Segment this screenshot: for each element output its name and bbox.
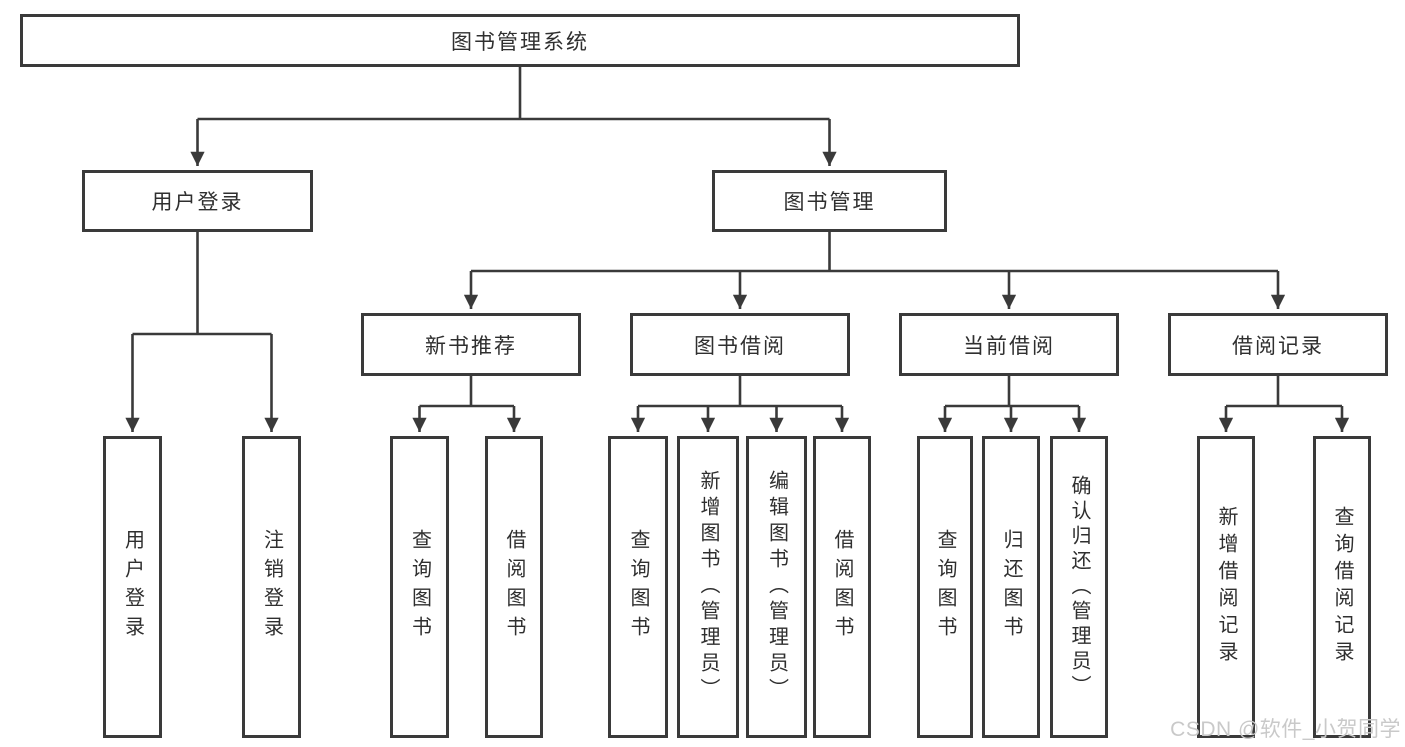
leaf-add-books-admin-label: 新增图书（管理员） [697, 470, 719, 704]
node-new-book-recommend: 新书推荐 [361, 313, 581, 376]
csdn-watermark: CSDN @软件_小贺同学 [1170, 718, 1401, 741]
leaf-edit-books-admin: 编辑图书（管理员） [746, 436, 807, 738]
node-book-borrowing: 图书借阅 [630, 313, 850, 376]
leaf-return-books: 归还图书 [982, 436, 1040, 738]
leaf-add-books-admin: 新增图书（管理员） [677, 436, 739, 738]
leaf-recommend-query-books: 查询图书 [390, 436, 449, 738]
leaf-borrowing-query-books: 查询图书 [608, 436, 668, 738]
leaf-add-borrow-record-label: 新增借阅记录 [1215, 506, 1237, 668]
node-borrow-records: 借阅记录 [1168, 313, 1388, 376]
node-new-book-recommend-label: 新书推荐 [425, 334, 517, 358]
leaf-user-login: 用户登录 [103, 436, 162, 738]
leaf-add-borrow-record: 新增借阅记录 [1197, 436, 1255, 738]
node-book-management: 图书管理 [712, 170, 947, 232]
leaf-edit-books-admin-label: 编辑图书（管理员） [765, 470, 788, 704]
leaf-return-books-label: 归还图书 [1000, 529, 1022, 645]
leaf-borrowing-query-books-label: 查询图书 [627, 529, 649, 645]
leaf-borrowing-borrow-books: 借阅图书 [813, 436, 871, 738]
leaf-query-borrow-record-label: 查询借阅记录 [1331, 506, 1353, 668]
node-current-borrowing: 当前借阅 [899, 313, 1119, 376]
node-book-borrowing-label: 图书借阅 [694, 334, 786, 358]
leaf-confirm-return-admin-label: 确认归还（管理员） [1068, 474, 1090, 700]
leaf-logout: 注销登录 [242, 436, 301, 738]
leaf-recommend-borrow-books-label: 借阅图书 [503, 529, 525, 645]
node-user-login: 用户登录 [82, 170, 313, 232]
leaf-query-borrow-record: 查询借阅记录 [1313, 436, 1371, 738]
node-book-management-label: 图书管理 [783, 191, 876, 214]
leaf-recommend-borrow-books: 借阅图书 [485, 436, 543, 738]
leaf-current-query-books-label: 查询图书 [934, 529, 956, 645]
node-borrow-records-label: 借阅记录 [1232, 334, 1324, 358]
leaf-user-login-label: 用户登录 [121, 529, 144, 645]
node-root: 图书管理系统 [20, 14, 1020, 67]
leaf-current-query-books: 查询图书 [917, 436, 973, 738]
node-root-label: 图书管理系统 [451, 30, 589, 54]
leaf-logout-label: 注销登录 [260, 529, 283, 645]
node-user-login-label: 用户登录 [151, 191, 244, 214]
node-current-borrowing-label: 当前借阅 [963, 334, 1055, 358]
leaf-borrowing-borrow-books-label: 借阅图书 [831, 529, 853, 645]
leaf-confirm-return-admin: 确认归还（管理员） [1050, 436, 1108, 738]
leaf-recommend-query-books-label: 查询图书 [408, 529, 431, 645]
